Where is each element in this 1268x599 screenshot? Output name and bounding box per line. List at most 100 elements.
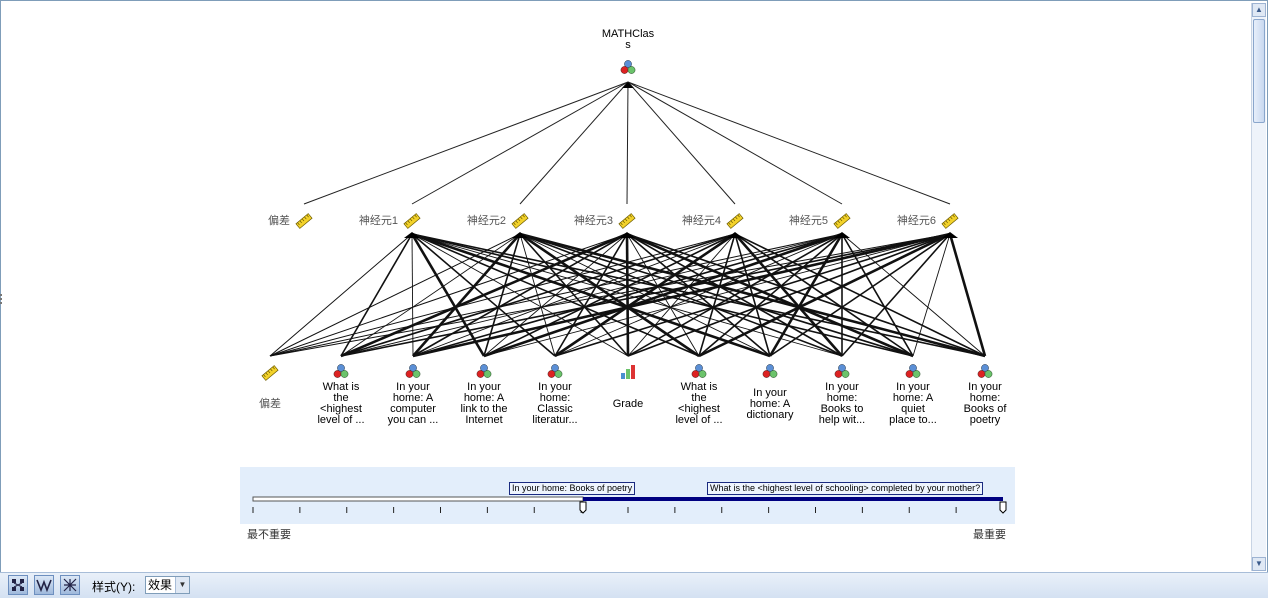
input-node-label-line: What is bbox=[322, 381, 360, 393]
slider-high-handle[interactable] bbox=[999, 501, 1007, 514]
bottom-toolbar: 样式(Y): 效果 ▼ bbox=[0, 572, 1268, 598]
input-node-label-line: computer bbox=[390, 403, 436, 415]
resize-grip[interactable] bbox=[0, 294, 5, 304]
connection-line bbox=[411, 81, 629, 205]
slider-track-active bbox=[583, 497, 1003, 501]
input-node-label-line: In your bbox=[753, 387, 787, 399]
scroll-down-button[interactable]: ▼ bbox=[1252, 557, 1266, 571]
weights-view-button[interactable] bbox=[34, 575, 54, 595]
connection-line bbox=[340, 233, 521, 357]
ruler-icon bbox=[726, 213, 744, 229]
connection-line bbox=[411, 233, 414, 357]
input-node-label-line: home: bbox=[969, 392, 1001, 404]
input-node-label-line: In your bbox=[825, 381, 859, 393]
connection-line bbox=[626, 232, 914, 358]
input-node-label-line: home: bbox=[826, 392, 858, 404]
input-node-label-line: home: bbox=[539, 392, 571, 404]
connection-line bbox=[411, 233, 629, 357]
input-node-label-line: In your bbox=[896, 381, 930, 393]
matrix-view-button[interactable] bbox=[60, 575, 80, 595]
connection-line bbox=[734, 233, 843, 357]
ordinal-icon bbox=[621, 365, 635, 379]
input-node-label-line: literatur... bbox=[532, 414, 578, 426]
arrow-head bbox=[404, 232, 420, 238]
ruler-icon bbox=[511, 213, 529, 229]
ruler-icon bbox=[261, 365, 279, 381]
connection-line bbox=[627, 81, 736, 205]
nominal-icon bbox=[834, 364, 850, 378]
hidden-neuron-label: 神经元6 bbox=[896, 215, 936, 227]
output-node-label-line: s bbox=[625, 39, 631, 51]
input-node-label-line: In your bbox=[538, 381, 572, 393]
network-view-button[interactable] bbox=[8, 575, 28, 595]
input-bias-label: 偏差 bbox=[235, 399, 305, 410]
input-node-label-line: the bbox=[333, 392, 349, 404]
input-node-label-line: place to... bbox=[889, 414, 937, 426]
nominal-icon bbox=[691, 364, 707, 378]
nominal-icon bbox=[476, 364, 492, 378]
ruler-icon bbox=[295, 213, 313, 229]
connection-line bbox=[340, 233, 736, 357]
input-node-label-line: In your bbox=[968, 381, 1002, 393]
hidden-neuron-label: 神经元3 bbox=[573, 215, 613, 227]
connection-line bbox=[410, 233, 486, 357]
connection-line bbox=[626, 233, 843, 357]
nominal-icon bbox=[977, 364, 993, 378]
connection-line bbox=[340, 233, 413, 357]
weights-view-icon bbox=[36, 579, 52, 593]
nominal-icon bbox=[405, 364, 421, 378]
input-node-label-line: link to the bbox=[460, 403, 508, 415]
connection-line bbox=[519, 233, 843, 357]
connection-line bbox=[519, 232, 986, 358]
connection-line bbox=[627, 81, 843, 205]
input-node-label-line: help wit... bbox=[818, 414, 866, 426]
style-select[interactable]: 效果 ▼ bbox=[145, 576, 190, 594]
nominal-icon bbox=[762, 364, 778, 378]
arrow-head bbox=[834, 232, 850, 238]
input-node-label-line: In your bbox=[396, 381, 430, 393]
slider-min-label: 最不重要 bbox=[247, 529, 291, 541]
slider-low-handle[interactable] bbox=[579, 501, 587, 514]
input-node-label-line: What is bbox=[680, 381, 718, 393]
connection-line bbox=[841, 233, 914, 357]
style-select-value: 效果 bbox=[148, 578, 173, 592]
scroll-up-button[interactable]: ▲ bbox=[1252, 3, 1266, 17]
connection-line bbox=[269, 233, 413, 357]
input-node-label-line: dictionary bbox=[746, 409, 794, 421]
input-node-label-line: Books to bbox=[820, 403, 864, 415]
input-node-label-line: <highest bbox=[678, 403, 720, 415]
output-node-icon bbox=[620, 60, 636, 74]
vertical-scrollbar[interactable]: ▲ ▼ bbox=[1251, 3, 1266, 571]
slider-background bbox=[240, 467, 1015, 524]
input-node-label-line: Classic bbox=[537, 403, 573, 415]
connection-line bbox=[411, 233, 843, 357]
arrow-head bbox=[619, 232, 635, 238]
connections bbox=[269, 81, 987, 358]
input-node-label-line: level of ... bbox=[675, 414, 723, 426]
input-node-label-line: 偏差 bbox=[259, 398, 281, 410]
connection-line bbox=[948, 233, 987, 357]
nominal-icon bbox=[333, 364, 349, 378]
connection-line bbox=[626, 81, 629, 205]
connection-line bbox=[411, 232, 771, 358]
connection-line bbox=[412, 233, 521, 357]
output-node-label-line: MATHClas bbox=[601, 28, 655, 40]
input-node-label-line: Internet bbox=[465, 414, 503, 426]
input-node-label-line: home: A bbox=[392, 392, 434, 404]
connection-line bbox=[411, 233, 700, 357]
chevron-down-icon[interactable]: ▼ bbox=[175, 577, 189, 593]
connection-line bbox=[627, 81, 951, 205]
connection-line bbox=[269, 233, 521, 357]
arrow-head bbox=[512, 232, 528, 238]
input-node-label-line: quiet bbox=[901, 403, 925, 415]
style-label: 样式(Y): bbox=[92, 580, 136, 594]
connection-line bbox=[734, 233, 986, 357]
scroll-thumb[interactable] bbox=[1253, 19, 1265, 123]
slider-max-label: 最重要 bbox=[973, 529, 1006, 541]
matrix-view-icon bbox=[63, 578, 77, 592]
